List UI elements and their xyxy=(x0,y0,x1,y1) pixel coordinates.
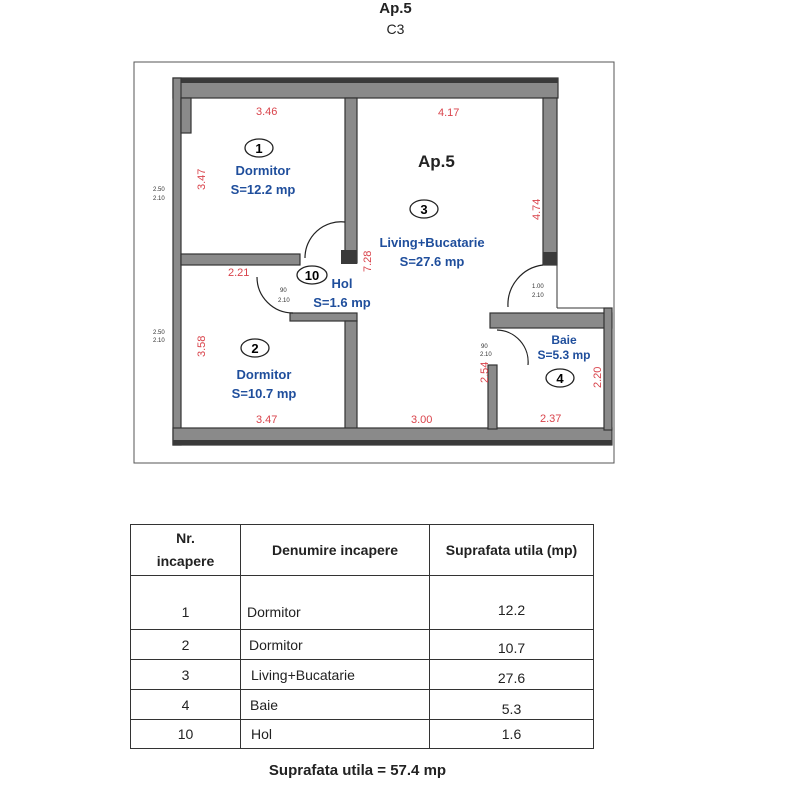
cell-name: Dormitor xyxy=(240,575,430,630)
svg-text:3.47: 3.47 xyxy=(196,169,208,190)
cell-name: Hol xyxy=(240,719,430,749)
svg-text:4.74: 4.74 xyxy=(531,199,543,220)
svg-text:10: 10 xyxy=(305,268,319,283)
cell-name: Baie xyxy=(240,689,430,720)
svg-text:Hol: Hol xyxy=(332,276,353,291)
svg-text:1: 1 xyxy=(255,141,262,156)
total-area: Suprafata utila = 57.4 mp xyxy=(268,762,447,779)
cell-area: 1.6 xyxy=(429,719,594,749)
svg-text:2.10: 2.10 xyxy=(532,293,544,299)
svg-text:Dormitor: Dormitor xyxy=(236,163,291,178)
cell-nr: 4 xyxy=(130,689,241,720)
cell-area: 12.2 xyxy=(429,575,594,630)
svg-text:S=1.6 mp: S=1.6 mp xyxy=(313,295,371,310)
table-row: 10 Hol 1.6 xyxy=(130,719,594,749)
plan-frame xyxy=(133,61,615,464)
svg-text:2.54: 2.54 xyxy=(479,362,491,383)
cell-nr: 10 xyxy=(130,719,241,749)
svg-text:2.10: 2.10 xyxy=(153,196,165,202)
table-row: 3 Living+Bucatarie 27.6 xyxy=(130,659,594,690)
dimension-labels: 3.46 4.17 3.47 4.74 7.28 2.21 3.58 3.47 … xyxy=(196,106,604,426)
table-header-row: Nr. incapere Denumire incapere Suprafata… xyxy=(130,524,594,576)
cell-area: 27.6 xyxy=(429,659,594,690)
door-tags: 90 2.10 1.00 2.10 90 2.10 2.50 2.10 2.50… xyxy=(153,187,544,358)
room-10: 10 Hol S=1.6 mp xyxy=(296,265,371,310)
floor-plan: 3.46 4.17 3.47 4.74 7.28 2.21 3.58 3.47 … xyxy=(133,61,615,464)
cell-name: Living+Bucatarie xyxy=(240,659,430,690)
svg-text:2.21: 2.21 xyxy=(228,267,249,279)
svg-text:2: 2 xyxy=(251,341,258,356)
svg-text:3.46: 3.46 xyxy=(256,106,277,118)
svg-text:2.50: 2.50 xyxy=(153,330,165,336)
svg-text:3: 3 xyxy=(420,202,427,217)
walls xyxy=(172,77,613,446)
cell-nr: 2 xyxy=(130,629,241,660)
svg-text:2.50: 2.50 xyxy=(153,187,165,193)
svg-text:S=10.7 mp: S=10.7 mp xyxy=(232,386,297,401)
svg-text:S=27.6 mp: S=27.6 mp xyxy=(400,254,465,269)
svg-text:S=5.3 mp: S=5.3 mp xyxy=(537,348,590,362)
doors xyxy=(256,221,544,366)
svg-text:Living+Bucatarie: Living+Bucatarie xyxy=(379,235,484,250)
svg-text:2.10: 2.10 xyxy=(278,298,290,304)
svg-text:7.28: 7.28 xyxy=(362,251,374,272)
svg-text:Dormitor: Dormitor xyxy=(237,367,292,382)
column-header-area: Suprafata utila (mp) xyxy=(429,524,594,576)
page-subtitle: C3 xyxy=(386,21,405,37)
room-2: 2 Dormitor S=10.7 mp xyxy=(232,338,297,401)
svg-text:90: 90 xyxy=(481,344,488,350)
rooms-table: Nr. incapere Denumire incapere Suprafata… xyxy=(130,524,594,749)
svg-text:2.10: 2.10 xyxy=(153,338,165,344)
svg-text:2.10: 2.10 xyxy=(480,352,492,358)
apartment-label: Ap.5 xyxy=(418,152,455,171)
svg-text:4.17: 4.17 xyxy=(438,107,459,119)
cell-area: 10.7 xyxy=(429,629,594,660)
cell-nr: 1 xyxy=(130,575,241,630)
svg-text:4: 4 xyxy=(556,371,564,386)
cell-nr: 3 xyxy=(130,659,241,690)
column-header-name: Denumire incapere xyxy=(240,524,430,576)
page-title: Ap.5 xyxy=(379,0,412,17)
svg-text:2.37: 2.37 xyxy=(540,413,561,425)
svg-text:2.20: 2.20 xyxy=(592,367,604,388)
column-header-nr: Nr. incapere xyxy=(130,524,241,576)
svg-text:3.47: 3.47 xyxy=(256,414,277,426)
svg-text:3.00: 3.00 xyxy=(411,414,432,426)
cell-area: 5.3 xyxy=(429,689,594,720)
svg-text:1.00: 1.00 xyxy=(532,284,544,290)
table-row: 4 Baie 5.3 xyxy=(130,689,594,720)
svg-text:Baie: Baie xyxy=(551,333,577,347)
room-3: 3 Living+Bucatarie S=27.6 mp xyxy=(379,199,485,269)
cell-name: Dormitor xyxy=(240,629,430,660)
table-row: 2 Dormitor 10.7 xyxy=(130,629,594,660)
table-row: 1 Dormitor 12.2 xyxy=(130,575,594,630)
room-1: 1 Dormitor S=12.2 mp xyxy=(231,138,296,197)
room-4: 4 Baie S=5.3 mp xyxy=(537,333,591,388)
svg-text:S=12.2 mp: S=12.2 mp xyxy=(231,182,296,197)
svg-text:3.58: 3.58 xyxy=(196,336,208,357)
svg-text:90: 90 xyxy=(280,288,287,294)
